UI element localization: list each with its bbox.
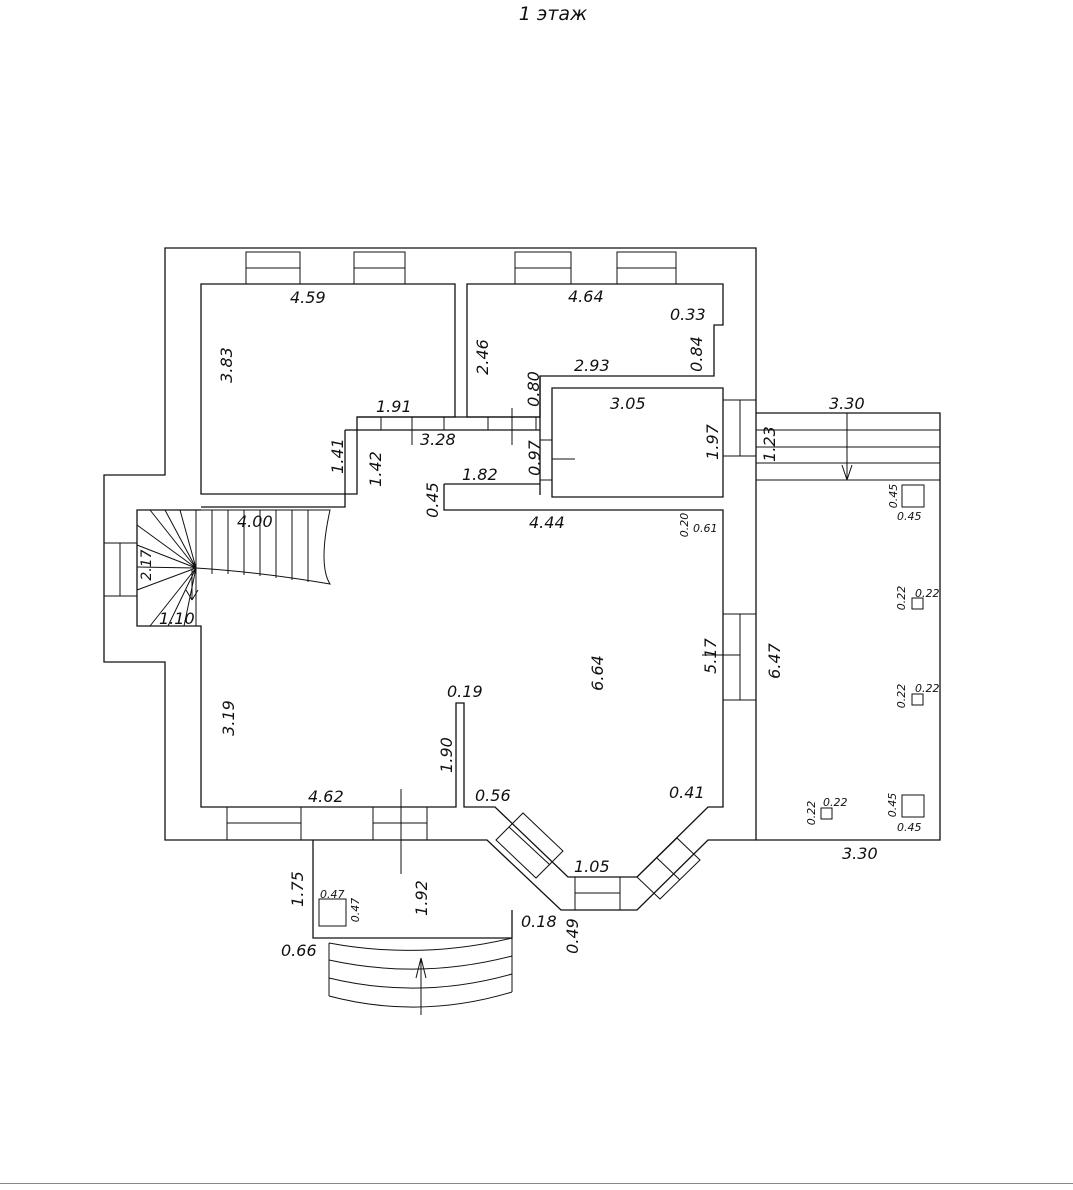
dim-line xyxy=(841,413,853,481)
outer-wall xyxy=(103,247,757,911)
dim-label: 0.22 xyxy=(915,682,940,695)
porch xyxy=(312,840,513,939)
dim-label: 0.45 xyxy=(897,821,922,834)
window xyxy=(514,251,572,285)
dim-label: 0.47 xyxy=(349,898,362,923)
door xyxy=(487,408,537,445)
dim-label: 0.49 xyxy=(563,918,582,954)
dim-label: 0.19 xyxy=(447,682,483,701)
hall-ledge xyxy=(201,430,346,508)
door xyxy=(380,416,445,445)
door xyxy=(539,439,575,481)
window xyxy=(226,806,302,841)
dim-label: 2.17 xyxy=(139,549,155,580)
hall-ledge-inner xyxy=(136,483,724,878)
dim-label: 6.47 xyxy=(765,642,784,678)
dim-label: 0.22 xyxy=(895,684,908,709)
dim-label: 4.62 xyxy=(308,787,344,806)
window xyxy=(616,251,677,285)
dim-label: 0.18 xyxy=(521,912,557,931)
window xyxy=(353,251,406,285)
dim-label: 1.92 xyxy=(412,880,431,916)
column-terrace xyxy=(911,597,924,610)
dim-label: 1.97 xyxy=(703,423,722,459)
dim-label: 0.56 xyxy=(475,786,511,805)
dim-label: 0.22 xyxy=(915,587,940,600)
window xyxy=(722,399,757,457)
dim-label: 3.05 xyxy=(610,394,646,413)
floor-title: 1 этаж xyxy=(518,3,588,25)
window xyxy=(636,837,701,900)
dim-label: 0.41 xyxy=(669,783,705,802)
dim-label: 0.66 xyxy=(281,941,317,960)
dim-label: 1.82 xyxy=(462,465,498,484)
page-divider xyxy=(0,1183,1073,1184)
dim-label: 0.33 xyxy=(670,305,706,324)
stair-treads xyxy=(136,509,309,627)
dim-label: 0.80 xyxy=(524,371,543,407)
window xyxy=(372,806,428,841)
dim-label: 0.84 xyxy=(687,336,706,372)
dim-label: 2.46 xyxy=(473,339,492,375)
dim-label: 3.28 xyxy=(420,430,456,449)
dim-label: 0.45 xyxy=(886,793,899,818)
dim-label: 0.97 xyxy=(525,439,544,475)
dim-label: 1.10 xyxy=(159,609,195,628)
dim-label: 4.00 xyxy=(237,512,273,531)
dim-label: 0.45 xyxy=(423,482,442,518)
dim-label: 3.30 xyxy=(842,844,878,863)
dim-label: 0.20 xyxy=(678,513,691,538)
staircase xyxy=(137,509,332,627)
dim-label: 1.05 xyxy=(574,857,610,876)
dim-label: 3.19 xyxy=(219,700,238,736)
column-terrace xyxy=(911,693,924,706)
dim-label: 3.83 xyxy=(217,347,236,383)
dim-label: 4.64 xyxy=(568,287,604,306)
column-terrace xyxy=(901,794,925,818)
column-porch xyxy=(318,898,347,927)
dim-label: 0.47 xyxy=(320,888,345,901)
dim-label: 4.44 xyxy=(529,513,565,532)
dim-label: 1.90 xyxy=(437,737,456,773)
dim-label: 0.22 xyxy=(823,796,848,809)
stair-arrow xyxy=(185,570,199,601)
dim-label: 1.41 xyxy=(328,438,347,474)
dim-label: 3.30 xyxy=(829,394,865,413)
dim-label: 1.75 xyxy=(288,871,307,907)
porch-step xyxy=(328,937,513,1008)
window xyxy=(245,251,301,285)
window xyxy=(722,613,757,701)
column-terrace xyxy=(820,807,833,820)
dim-label: 0.22 xyxy=(805,801,818,826)
dim-label: 0.61 xyxy=(693,522,718,535)
dim-label: 1.23 xyxy=(760,426,779,462)
window xyxy=(103,542,138,597)
dim-label: 0.45 xyxy=(887,484,900,509)
dim-label: 5.17 xyxy=(701,637,720,673)
dim-label: 6.64 xyxy=(588,655,607,691)
dim-label: 0.45 xyxy=(897,510,922,523)
dim-label: 4.59 xyxy=(290,288,326,307)
dim-label: 0.22 xyxy=(895,586,908,611)
column-terrace xyxy=(901,484,925,508)
dim-label: 1.91 xyxy=(376,397,412,416)
terrace-steps xyxy=(756,412,941,840)
window xyxy=(495,812,564,879)
dim-label: 2.93 xyxy=(574,356,610,375)
porch-arrow xyxy=(415,957,427,1015)
dim-label: 1.42 xyxy=(366,451,385,487)
window xyxy=(574,876,621,911)
